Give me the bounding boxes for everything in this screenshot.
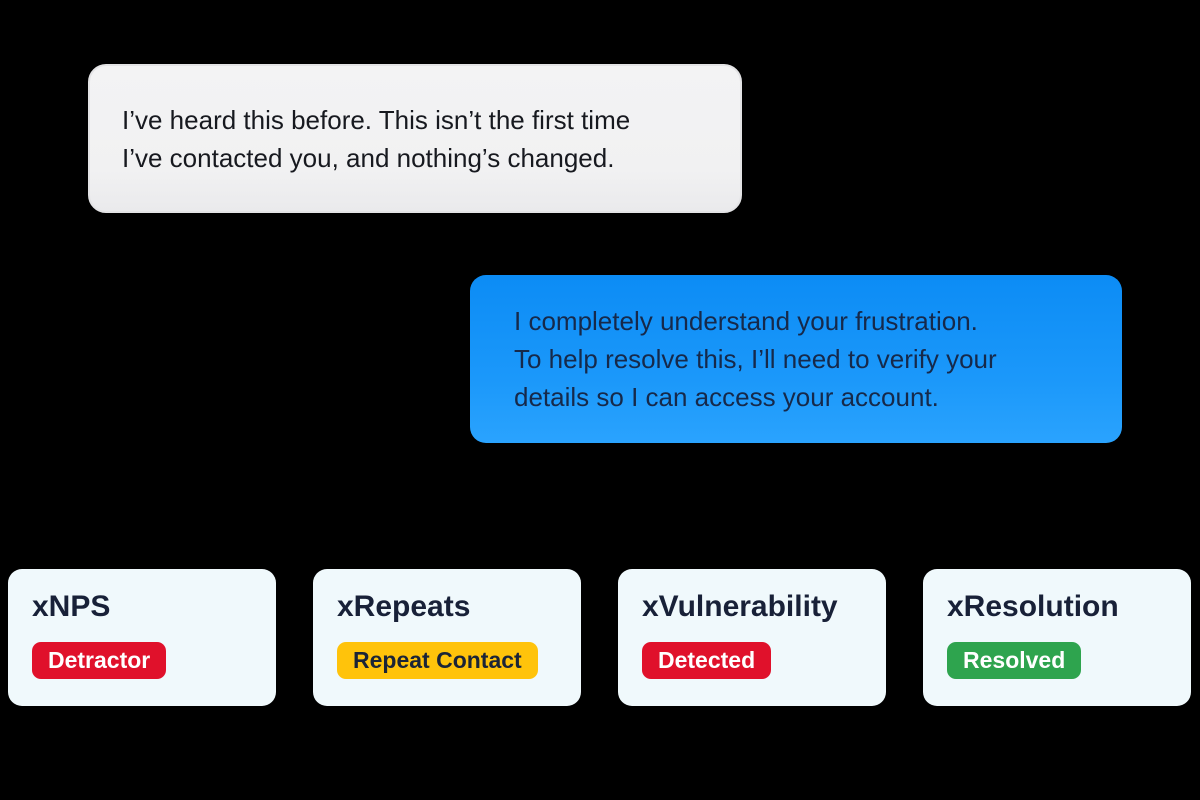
customer-message-line-1: I’ve heard this before. This isn’t the f… bbox=[122, 104, 631, 135]
metric-card-title: xResolution bbox=[947, 590, 1119, 623]
agent-message-line-2: To help resolve this, I’ll need to verif… bbox=[514, 344, 997, 374]
customer-message-bubble: I’ve heard this before. This isn’t the f… bbox=[88, 64, 742, 213]
status-badge: Detected bbox=[642, 642, 772, 679]
metric-card-title: xRepeats bbox=[337, 590, 471, 623]
agent-message-line-1: I completely understand your frustration… bbox=[514, 306, 978, 336]
metric-card-xvulnerability: xVulnerability Detected bbox=[618, 569, 886, 706]
metric-cards-row: xNPS Detractor xRepeats Repeat Contact x… bbox=[8, 569, 1191, 706]
agent-message-bubble: I completely understand your frustration… bbox=[470, 275, 1122, 443]
agent-message-line-3: details so I can access your account. bbox=[514, 382, 939, 412]
metric-card-xrepeats: xRepeats Repeat Contact bbox=[313, 569, 581, 706]
status-badge: Resolved bbox=[947, 642, 1082, 679]
metric-card-xresolution: xResolution Resolved bbox=[923, 569, 1191, 706]
customer-message-line-2: I’ve contacted you, and nothing’s change… bbox=[122, 142, 615, 173]
metric-card-title: xNPS bbox=[32, 590, 111, 623]
status-badge: Detractor bbox=[32, 642, 167, 679]
metric-card-title: xVulnerability bbox=[642, 590, 838, 623]
metric-card-xnps: xNPS Detractor bbox=[8, 569, 276, 706]
status-badge: Repeat Contact bbox=[337, 642, 538, 679]
